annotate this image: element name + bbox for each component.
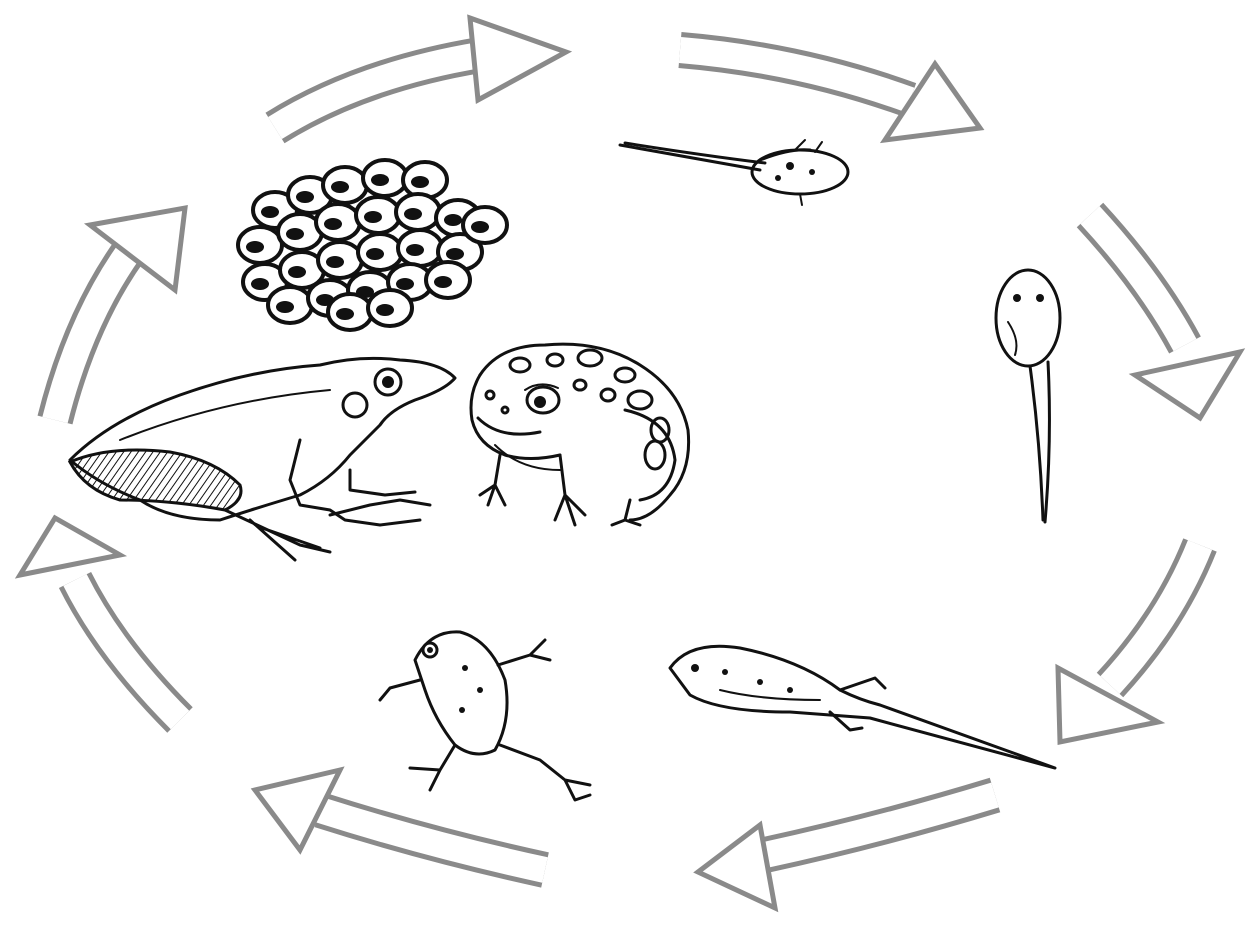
adult-frog-icon xyxy=(70,358,455,560)
egg-embryo xyxy=(251,278,269,290)
egg-embryo xyxy=(324,218,342,230)
egg-embryo xyxy=(411,176,429,188)
egg-embryo xyxy=(376,304,394,316)
egg-embryo xyxy=(288,266,306,278)
small-tadpole-icon xyxy=(620,140,848,205)
cycle-arrow-3 xyxy=(1090,215,1240,418)
egg-embryo xyxy=(364,211,382,223)
egg-embryo xyxy=(286,228,304,240)
egg-embryo xyxy=(406,244,424,256)
froglet-icon xyxy=(380,632,590,800)
cycle-arrow-4 xyxy=(1058,545,1200,742)
egg-embryo xyxy=(444,214,462,226)
cycle-arrow-6 xyxy=(255,770,545,870)
tadpole-icon xyxy=(996,270,1060,522)
egg-embryo xyxy=(371,174,389,186)
egg-embryo xyxy=(246,241,264,253)
egg-embryo xyxy=(471,221,489,233)
frog-eggs-icon xyxy=(238,160,507,330)
egg-embryo xyxy=(326,256,344,268)
cycle-arrow-1 xyxy=(275,18,566,128)
tadpole-with-legs-icon xyxy=(670,646,1055,768)
egg-embryo xyxy=(404,208,422,220)
cycle-arrow-5 xyxy=(698,795,995,908)
egg-embryo xyxy=(331,181,349,193)
egg-embryo xyxy=(276,301,294,313)
cycle-arrow-7 xyxy=(20,518,180,720)
cycle-arrow-8 xyxy=(55,208,185,420)
egg-embryo xyxy=(446,248,464,260)
cartoon-toad-icon xyxy=(471,344,689,525)
egg-embryo xyxy=(261,206,279,218)
egg-embryo xyxy=(296,191,314,203)
egg-embryo xyxy=(396,278,414,290)
egg-embryo xyxy=(434,276,452,288)
egg-embryo xyxy=(366,248,384,260)
cycle-arrow-2 xyxy=(680,50,980,140)
egg-embryo xyxy=(336,308,354,320)
